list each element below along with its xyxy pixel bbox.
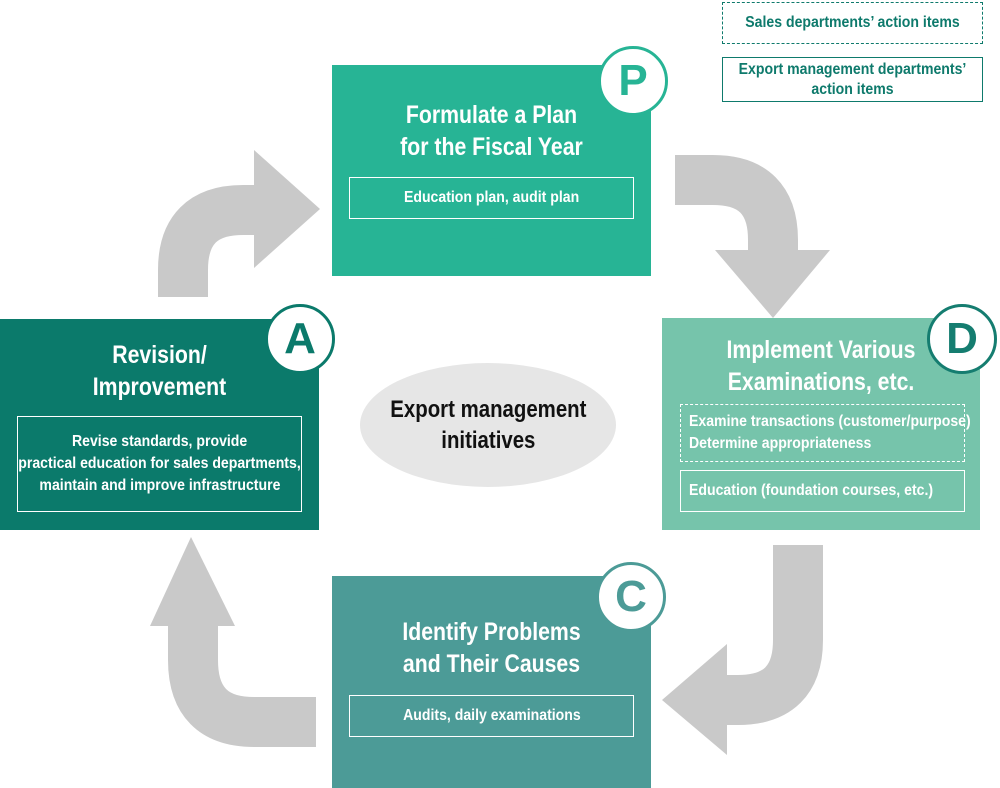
plan-item: Education plan, audit plan — [403, 189, 580, 206]
plan-item-box: Education plan, audit plan — [349, 177, 634, 219]
check-title-line1: Identify Problems — [402, 618, 581, 646]
do-item: Education (foundation courses, etc.) — [689, 482, 934, 499]
plan-letter-circle: P — [598, 46, 668, 116]
center-label-line2: initiatives — [440, 427, 536, 454]
legend-export-label-2: action items — [811, 80, 894, 98]
check-box: Identify Problems and Their Causes Audit… — [332, 576, 651, 788]
act-title-line1: Revision/ — [112, 341, 207, 369]
do-sales-item-2: Determine appropriateness — [689, 435, 872, 452]
plan-title-line2: for the Fiscal Year — [400, 133, 583, 161]
legend-export-solid: Export management departments’ action it… — [722, 57, 983, 102]
plan-box: Formulate a Plan for the Fiscal Year Edu… — [332, 65, 651, 276]
do-sales-item-1: Examine transactions (customer/purpose) — [689, 413, 971, 430]
arrow-plan-to-do — [675, 155, 798, 255]
arrowhead-plan — [254, 150, 320, 268]
act-title-line2: Improvement — [92, 373, 227, 401]
legend-sales-dashed: Sales departments’ action items — [722, 2, 983, 44]
arrowhead-check — [662, 644, 727, 755]
act-item-line1: Revise standards, provide — [71, 433, 248, 450]
arrow-do-to-check — [722, 545, 823, 725]
arrow-act-to-plan — [158, 185, 258, 297]
act-item-line2: practical education for sales department… — [18, 455, 301, 472]
do-title-line1: Implement Various — [726, 336, 916, 364]
do-item-box: Education (foundation courses, etc.) — [680, 470, 965, 512]
legend-sales-label: Sales departments’ action items — [745, 14, 960, 31]
act-letter-circle: A — [265, 304, 335, 374]
do-sales-item-box: Examine transactions (customer/purpose) … — [680, 404, 971, 462]
center-ellipse: Export management initiatives — [360, 363, 616, 487]
check-item-box: Audits, daily examinations — [349, 695, 634, 737]
plan-title-line1: Formulate a Plan — [405, 101, 578, 129]
do-letter-circle: D — [927, 304, 997, 374]
do-title: Implement Various Examinations, etc. — [686, 334, 956, 398]
plan-title: Formulate a Plan for the Fiscal Year — [356, 99, 627, 163]
check-letter-circle: C — [596, 562, 666, 632]
legend-export-label-1: Export management departments’ — [738, 60, 967, 78]
check-item: Audits, daily examinations — [402, 707, 581, 724]
act-item-box: Revise standards, provide practical educ… — [17, 416, 302, 512]
check-title: Identify Problems and Their Causes — [356, 616, 627, 680]
center-label-line1: Export management — [389, 396, 587, 423]
arrowhead-act — [150, 537, 235, 626]
arrow-check-to-act — [168, 620, 316, 747]
act-box: Revision/ Improvement Revise standards, … — [0, 319, 319, 530]
act-item-line3: maintain and improve infrastructure — [39, 477, 280, 494]
check-title-line2: and Their Causes — [402, 650, 581, 678]
do-title-line2: Examinations, etc. — [727, 368, 915, 396]
do-box: Implement Various Examinations, etc. Exa… — [662, 318, 980, 530]
act-title: Revision/ Improvement — [24, 339, 295, 403]
arrowhead-do — [715, 250, 830, 318]
